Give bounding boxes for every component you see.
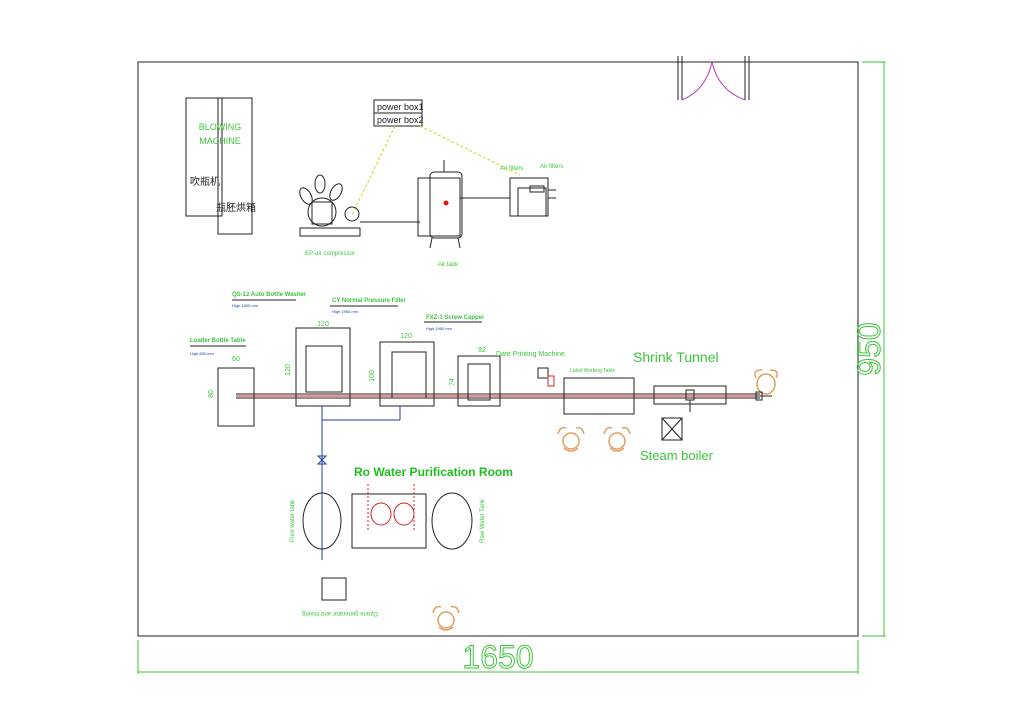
width-dimension: 1650 xyxy=(462,639,533,675)
raw-water-tank xyxy=(431,492,473,550)
capper-dim-h: 74 xyxy=(449,378,456,386)
room-outline xyxy=(137,61,859,637)
washer-name: QS-12 Auto Bottle Washer xyxy=(232,292,307,298)
loader-height: High 850 mm xyxy=(190,351,214,356)
ozone-label: Ozone generator and mixing xyxy=(302,610,378,616)
ro-room-title: Ro Water Purification Room xyxy=(354,465,513,479)
pure-tank-label: Pure water tank xyxy=(290,499,296,542)
loader-dim-h: 80 xyxy=(208,390,215,398)
raw-tank-label: Raw Water Tank xyxy=(480,498,486,543)
loader-bottle-table xyxy=(190,345,255,427)
shrink-tunnel-label: Shrink Tunnel xyxy=(633,349,719,365)
power-box-1-label: power box1 xyxy=(377,102,424,112)
air-compressor-label: EP-air compressor xyxy=(305,251,355,257)
filler-dim-h: 100 xyxy=(369,370,376,382)
door xyxy=(677,56,750,101)
filler-dim-w: 120 xyxy=(400,333,412,340)
bottle-washer xyxy=(232,299,351,407)
water-pipe xyxy=(321,406,401,560)
shrink-tunnel xyxy=(653,385,727,412)
blowing-machine-cn-2: 瓶胚烘箱 xyxy=(216,201,256,214)
blowing-machine-label-1: BLOWING xyxy=(199,122,242,132)
operator-icon xyxy=(557,426,585,452)
end-turntable xyxy=(754,369,778,395)
washer-height: High 1800 mm xyxy=(232,303,259,308)
ozone-generator xyxy=(321,577,347,601)
air-filters-label-1: Air filters xyxy=(500,166,523,172)
height-dimension: 950 xyxy=(851,322,887,375)
blowing-machine-cn-1: 吹瓶机 xyxy=(190,175,220,188)
label-table-label: Label Working Table xyxy=(570,368,615,374)
date-printing-machine xyxy=(537,367,555,387)
end-connector-box xyxy=(755,391,763,401)
air-tank xyxy=(417,160,463,249)
date-printing-label: Date Printing Machine xyxy=(496,351,565,358)
conveyor-line xyxy=(236,393,760,399)
filler-name: CY Normal Pressure Filler xyxy=(332,298,407,304)
air-compressor xyxy=(299,174,361,237)
ro-machine xyxy=(351,484,427,549)
blowing-machine-label-2: MACHINE xyxy=(199,136,241,146)
label-working-table xyxy=(563,377,635,415)
steam-boiler xyxy=(661,417,683,441)
screw-capper xyxy=(424,321,501,407)
power-box-2-label: power box2 xyxy=(377,115,424,125)
steam-boiler-label: Steam boiler xyxy=(640,448,714,463)
air-filters-label-2: Air filters xyxy=(540,164,563,170)
blowing-machine xyxy=(185,97,253,235)
air-pipes xyxy=(360,197,556,223)
operator-icon xyxy=(432,605,460,631)
air-tank-valve xyxy=(443,200,449,206)
operator-icon xyxy=(603,426,631,452)
loader-name: Loader Bottle Table xyxy=(190,338,246,344)
capper-height: High 1950 mm xyxy=(426,326,453,331)
dimension-lines xyxy=(137,61,886,674)
washer-dim-h: 120 xyxy=(285,364,292,376)
capper-name: FXZ-1 Screw Capper xyxy=(426,315,485,321)
valve-icon xyxy=(316,455,328,465)
filler-height: High 1950 mm xyxy=(332,309,359,314)
power-cables xyxy=(351,125,521,216)
air-tank-label: Air tank xyxy=(438,262,459,268)
pressure-filler xyxy=(330,305,435,407)
air-filters xyxy=(509,177,556,217)
capper-dim-w: 92 xyxy=(478,347,486,354)
power-box-2 xyxy=(373,112,423,127)
loader-dim-w: 60 xyxy=(232,356,240,363)
pure-water-tank xyxy=(302,492,342,550)
washer-dim-w: 120 xyxy=(317,321,329,328)
